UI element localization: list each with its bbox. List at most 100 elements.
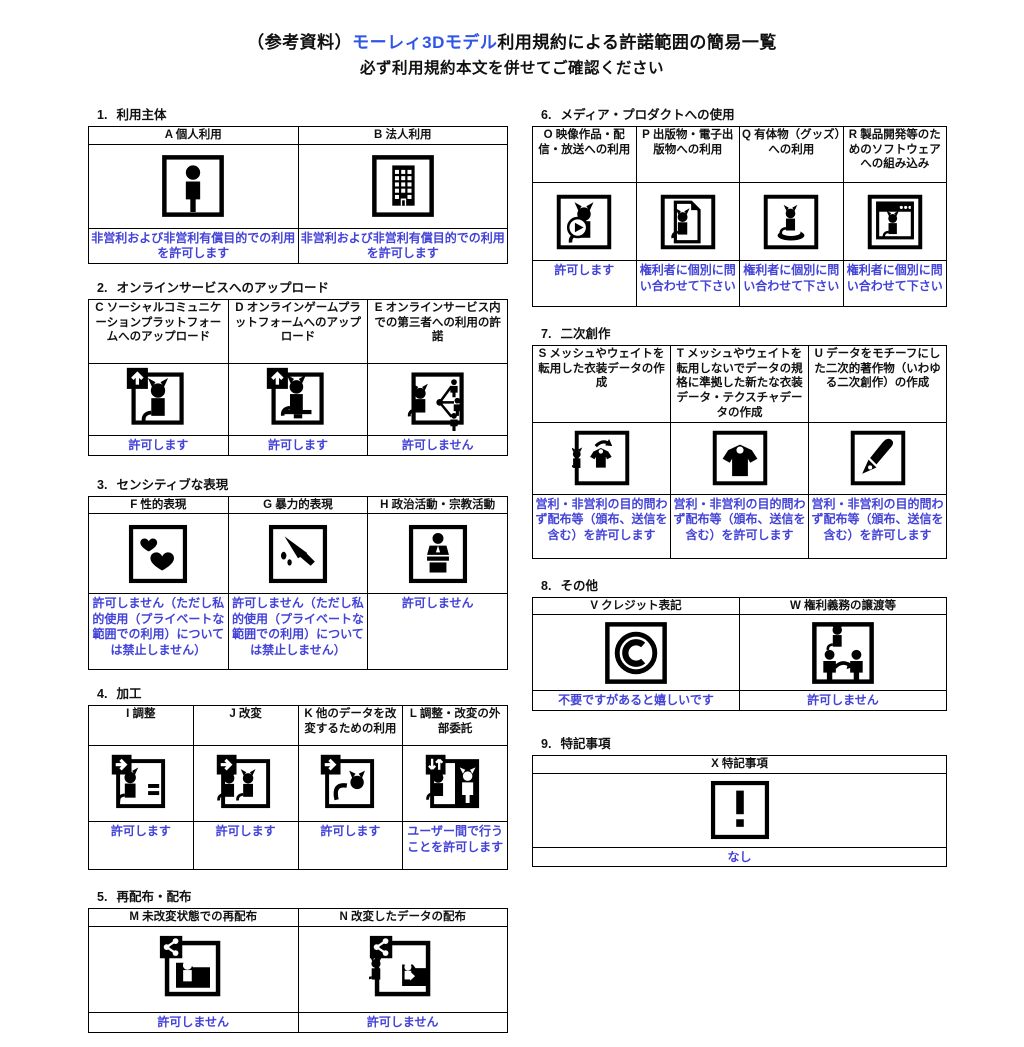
cell-status-R: 権利者に個別に問い合わせて下さい <box>842 260 947 307</box>
section-number: 3. <box>97 477 108 492</box>
cell-header-I: I 調整 <box>88 705 194 747</box>
cell-icon-U <box>808 421 947 495</box>
section-label: 6. メディア・プロダクトへの使用 <box>532 104 947 123</box>
upload-share-users-icon <box>407 372 464 432</box>
cell-header-N: N 改変したデータの配布 <box>297 908 508 927</box>
cell-icon-K <box>297 745 404 823</box>
cell-header-C: C ソーシャルコミュニケーションプラットフォームへのアップロード <box>88 298 229 364</box>
cell-header-X: X 特記事項 <box>532 754 947 774</box>
title-line-1: （参考資料）モーレィ3Dモデル利用規約による許諾範囲の簡易一覧 <box>0 32 1024 55</box>
section-label: 4. 加工 <box>88 683 508 702</box>
section-label: 5. 再配布・配布 <box>88 886 508 905</box>
cell-status-P: 権利者に個別に問い合わせて下さい <box>635 260 740 307</box>
cell-icon-H <box>367 513 508 595</box>
knife-icon <box>268 524 328 583</box>
cell-header-E: E オンラインサービス内での第三者への利用の許諾 <box>367 298 508 364</box>
section-number: 4. <box>97 687 108 702</box>
cell-status-X: なし <box>532 846 947 868</box>
figurine-cat-icon <box>764 194 819 249</box>
cell-header-V: V クレジット表記 <box>532 596 740 616</box>
podium-speaker-icon <box>408 524 467 583</box>
modify-cats-icon <box>216 754 270 808</box>
cell-status-K: 許可します <box>297 821 404 871</box>
hearts-icon <box>129 524 188 583</box>
share-folder-icon <box>160 936 221 997</box>
cell-header-U: U データをモチーフにした二次的著作物（いわゆる二次創作）の作成 <box>808 345 947 423</box>
upload-cat-icon <box>127 368 185 426</box>
cell-icon-Q <box>739 182 844 261</box>
section-title: 特記事項 <box>560 736 611 751</box>
section-label: 8. その他 <box>532 575 947 594</box>
video-cat-icon <box>557 194 612 249</box>
permission-table: X 特記事項なし <box>532 754 947 868</box>
cell-icon-C <box>88 362 229 436</box>
cell-icon-J <box>192 745 299 823</box>
cell-status-H: 許可しません <box>367 593 508 671</box>
cell-header-R: R 製品開発等のためのソフトウェアへの組み込み <box>842 126 947 183</box>
section-title: その他 <box>560 578 598 593</box>
pen-icon <box>850 430 905 486</box>
cell-icon-L <box>402 745 508 823</box>
cell-status-T: 営利・非営利の目的問わず配布等（頒布、送信を含む）を許可します <box>670 493 809 559</box>
section-label: 1. 利用主体 <box>88 104 508 123</box>
section-title: オンラインサービスへのアップロード <box>116 280 329 295</box>
cell-status-G: 許可しません（ただし私的使用（プライベートな範囲での利用）については禁止しません… <box>227 593 369 671</box>
upload-cat-computer-icon <box>266 368 324 426</box>
cell-header-P: P 出版物・電子出版物への利用 <box>635 126 740 183</box>
title-brand: モーレィ3Dモデル <box>352 33 498 52</box>
cell-header-T: T メッシュやウェイトを転用しないでデータの規格に準拠した新たな衣装データ・テク… <box>670 345 809 423</box>
cell-status-I: 許可します <box>88 821 194 871</box>
clothing-icon <box>712 430 767 486</box>
cell-status-O: 許可します <box>532 260 637 307</box>
cell-status-N: 許可しません <box>297 1011 508 1033</box>
cell-status-B: 非営利および非営利有償目的での利用を許可します <box>297 227 508 264</box>
title-note: 必ず利用規約本文を併せてご確認ください <box>359 59 664 77</box>
cell-status-A: 非営利および非営利有償目的での利用を許可します <box>88 227 299 264</box>
section-number: 1. <box>97 108 108 122</box>
cell-status-W: 許可しません <box>739 690 947 711</box>
section-title: 加工 <box>116 687 142 702</box>
section-title: センシティブな表現 <box>116 477 229 492</box>
building-icon <box>371 155 434 218</box>
cell-header-K: K 他のデータを改変するための利用 <box>297 705 404 747</box>
section-number: 8. <box>541 578 552 593</box>
cell-icon-X <box>532 772 947 848</box>
exclamation-icon <box>710 781 769 840</box>
cell-icon-W <box>739 614 947 692</box>
cell-status-L: ユーザー間で行うことを許可します <box>402 821 508 871</box>
cell-status-Q: 権利者に個別に問い合わせて下さい <box>739 260 844 307</box>
cell-header-B: B 法人利用 <box>297 126 508 145</box>
section-label: 9. 特記事項 <box>532 733 947 752</box>
section-9-特記事項: 9. 特記事項 X 特記事項なし <box>532 733 947 868</box>
software-window-cat-icon <box>867 194 922 249</box>
cell-icon-D <box>227 362 369 436</box>
cell-status-U: 営利・非営利の目的問わず配布等（頒布、送信を含む）を許可します <box>808 493 947 559</box>
cell-header-L: L 調整・改変の外部委託 <box>402 705 508 747</box>
section-number: 9. <box>541 736 552 751</box>
cell-icon-S <box>532 421 671 495</box>
convert-cat-icon <box>321 754 375 808</box>
cell-header-S: S メッシュやウェイトを転用した衣装データの作成 <box>532 345 671 423</box>
copyright-icon <box>605 621 667 684</box>
section-number: 5. <box>97 890 108 905</box>
cell-icon-O <box>532 182 637 261</box>
cell-icon-N <box>297 925 508 1013</box>
cell-status-C: 許可します <box>88 434 229 456</box>
cat-to-clothing-icon <box>571 430 629 486</box>
cell-header-G: G 暴力的表現 <box>227 495 369 515</box>
cell-icon-M <box>88 925 299 1013</box>
section-title: メディア・プロダクトへの使用 <box>560 108 735 122</box>
cell-icon-V <box>532 614 740 692</box>
section-number: 2. <box>97 280 108 295</box>
